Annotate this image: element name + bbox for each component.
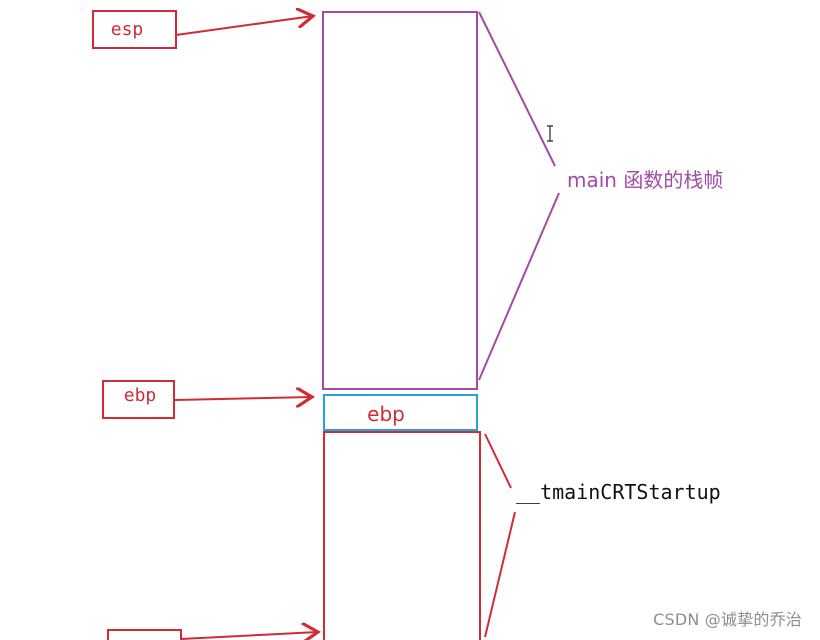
main-brace-lower: [478, 192, 560, 381]
saved-ebp-cell: [323, 394, 478, 431]
bottom-arrow: [180, 632, 318, 639]
esp-label-box: [92, 10, 177, 49]
main-stack-frame: [322, 11, 478, 390]
esp-arrow: [175, 16, 313, 36]
tmaincrtstartup-label: __tmainCRTStartup: [516, 480, 721, 504]
main-brace-upper: [478, 11, 556, 167]
ebp-arrow: [174, 397, 312, 400]
tmaincrtstartup-stack-frame: [323, 431, 481, 640]
tmain-brace-lower: [484, 511, 516, 638]
csdn-watermark: CSDN @诚挚的乔治: [653, 610, 802, 629]
main-stack-frame-label: main 函数的栈帧: [567, 168, 723, 192]
esp-label: esp: [111, 19, 144, 40]
saved-ebp-label: ebp: [367, 402, 405, 426]
bottom-label-box: [107, 629, 182, 640]
tmain-brace-upper: [484, 433, 512, 489]
ebp-label-box: [102, 380, 175, 419]
i-beam-cursor-icon: [547, 125, 553, 142]
ebp-label: ebp: [124, 385, 157, 406]
